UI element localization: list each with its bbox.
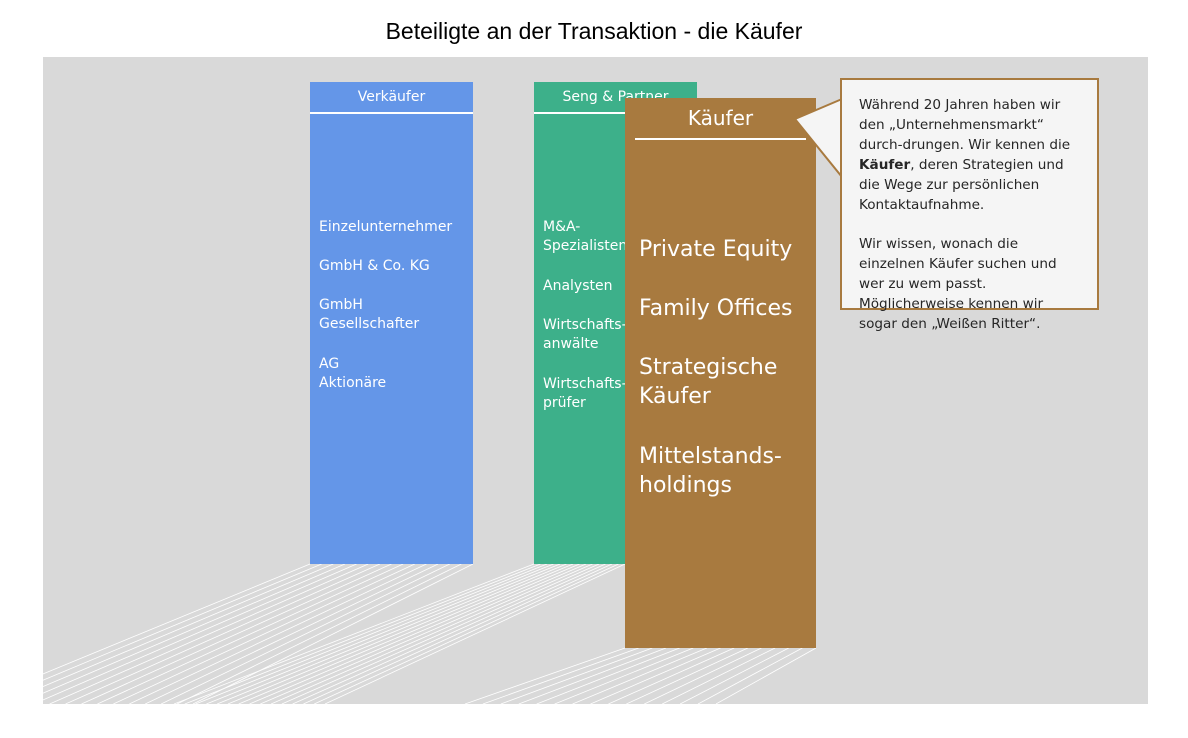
buyer-item: Mittelstands- holdings (639, 444, 782, 498)
seller-item: GmbH & Co. KG (319, 258, 430, 274)
buyer-column: Käufer Private Equity Family Offices Str… (625, 98, 816, 648)
advisor-item: Analysten (543, 278, 613, 294)
buyer-column-header: Käufer (635, 98, 806, 140)
seller-item: AG Aktionäre (319, 356, 387, 391)
advisor-item: M&A- Spezialisten (543, 219, 628, 254)
info-callout: Während 20 Jahren haben wir den „Unterne… (840, 78, 1099, 332)
seller-item: GmbH Gesellschafter (319, 297, 420, 332)
callout-paragraph-2: Wir wissen, wonach die einzelnen Käufer … (859, 236, 1057, 332)
diagram-stage: Verkäufer Einzelunternehmer GmbH & Co. K… (43, 57, 1148, 704)
seller-item: Einzelunternehmer (319, 219, 453, 235)
seller-column-header: Verkäufer (310, 82, 473, 114)
callout-paragraph-1: Während 20 Jahren haben wir den „Unterne… (859, 97, 1071, 213)
floor-perspective-lines (43, 563, 817, 704)
buyer-item: Private Equity (639, 237, 793, 262)
page-title: Beteiligte an der Transaktion - die Käuf… (385, 18, 803, 44)
buyer-item: Family Offices (639, 296, 793, 321)
callout-highlight: Käufer (859, 157, 911, 173)
buyer-item: Strategische Käufer (639, 355, 778, 409)
advisor-item: Wirtschafts- prüfer (543, 376, 627, 411)
advisor-item: Wirtschafts- anwälte (543, 317, 627, 352)
seller-column: Verkäufer Einzelunternehmer GmbH & Co. K… (310, 82, 473, 564)
